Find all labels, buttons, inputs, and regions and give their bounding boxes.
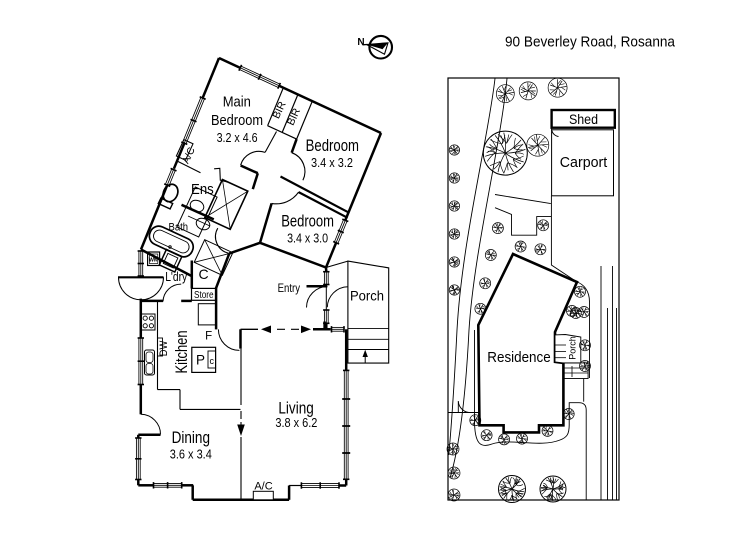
- svg-text:Porch: Porch: [568, 336, 578, 360]
- svg-text:Residence: Residence: [487, 350, 550, 366]
- svg-text:Dining: Dining: [172, 429, 210, 447]
- svg-text:N: N: [357, 37, 364, 48]
- svg-text:Porch: Porch: [350, 289, 384, 304]
- svg-text:c: c: [210, 356, 215, 366]
- svg-text:3.8 x 6.2: 3.8 x 6.2: [275, 415, 317, 430]
- svg-text:3.4 x 3.0: 3.4 x 3.0: [287, 230, 328, 245]
- svg-text:3.4 x 3.2: 3.4 x 3.2: [311, 155, 353, 170]
- svg-text:Main: Main: [223, 94, 251, 111]
- svg-text:C: C: [198, 266, 208, 282]
- svg-text:WM: WM: [149, 258, 159, 264]
- svg-text:Shed: Shed: [569, 111, 598, 127]
- svg-text:F: F: [205, 331, 212, 343]
- svg-text:Carport: Carport: [560, 154, 608, 171]
- svg-text:3.6 x 3.4: 3.6 x 3.4: [170, 447, 212, 462]
- svg-text:Ens: Ens: [191, 181, 214, 198]
- svg-text:P: P: [196, 353, 205, 368]
- svg-text:A/C: A/C: [254, 480, 272, 492]
- svg-text:Bedroom: Bedroom: [306, 137, 359, 155]
- svg-text:DW: DW: [158, 340, 170, 356]
- svg-text:Store: Store: [194, 289, 214, 301]
- svg-text:Kitchen: Kitchen: [173, 331, 191, 374]
- svg-text:Entry: Entry: [278, 281, 300, 295]
- svg-text:Bath: Bath: [169, 221, 189, 233]
- svg-text:Bedroom: Bedroom: [211, 112, 263, 129]
- svg-text:90 Beverley Road, Rosanna: 90 Beverley Road, Rosanna: [505, 34, 676, 51]
- svg-text:3.2 x 4.6: 3.2 x 4.6: [217, 130, 258, 145]
- svg-text:Bedroom: Bedroom: [281, 212, 334, 230]
- svg-text:L'dry: L'dry: [165, 269, 187, 284]
